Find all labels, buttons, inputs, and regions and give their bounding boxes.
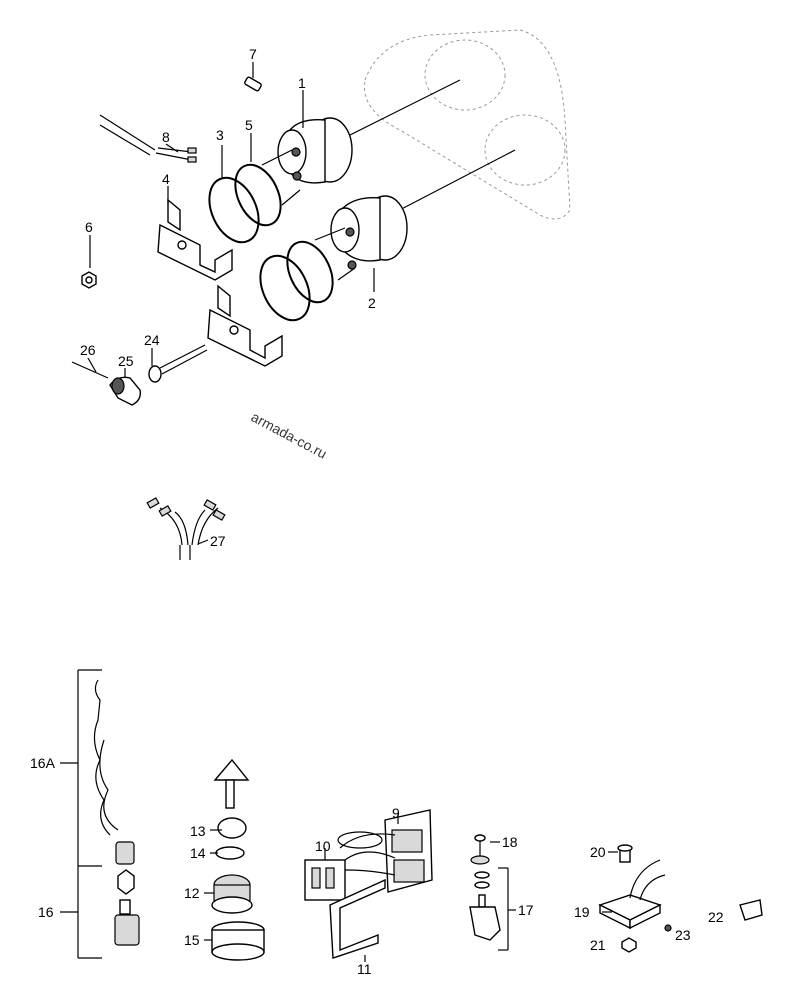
callout-26: 26: [80, 342, 96, 358]
callout-8: 8: [162, 129, 170, 145]
gauge-2: [314, 195, 408, 281]
callout-2: 2: [368, 295, 376, 311]
callout-18: 18: [502, 834, 518, 850]
callout-9: 9: [392, 805, 400, 821]
callout-24: 24: [144, 332, 160, 348]
bulb-7: [244, 76, 262, 92]
callout-1: 1: [298, 75, 306, 91]
callout-12: 12: [184, 885, 200, 901]
callout-10: 10: [315, 838, 331, 854]
watermark: armada-co.ru: [249, 409, 330, 462]
callout-16A: 16A: [30, 755, 56, 771]
lanyard-16A: [60, 669, 135, 959]
switch-panel: [304, 809, 433, 962]
regulator-19: [598, 844, 672, 953]
callout-14: 14: [190, 845, 206, 861]
callout-3: 3: [216, 127, 224, 143]
callout-25: 25: [118, 353, 134, 369]
callout-21: 21: [590, 937, 606, 953]
callout-19: 19: [574, 904, 590, 920]
callout-16: 16: [38, 904, 54, 920]
callout-17: 17: [518, 902, 534, 918]
wire-harness-8: [99, 114, 197, 163]
gauge-1: [261, 117, 353, 206]
callout-23: 23: [675, 927, 691, 943]
dashboard-outline: [339, 29, 571, 220]
callout-15: 15: [184, 932, 200, 948]
callout-20: 20: [590, 844, 606, 860]
switch-17: [469, 834, 516, 951]
clip-22: [739, 899, 763, 921]
callout-13: 13: [190, 823, 206, 839]
nut-6: [81, 271, 97, 289]
callout-7: 7: [249, 46, 257, 62]
callout-22: 22: [708, 909, 724, 925]
fitting-24-25-26: [71, 344, 208, 406]
switch-16: [114, 869, 140, 946]
callout-27: 27: [210, 533, 226, 549]
callout-labels: 1 2 3 4 5 6 7 8 9 10 11 12 13 14 15 16 1…: [30, 46, 724, 977]
callout-6: 6: [85, 219, 93, 235]
callout-5: 5: [245, 117, 253, 133]
wire-harness-27: [146, 497, 226, 560]
leader-lines: [87, 62, 375, 545]
bracket-4: [157, 198, 283, 367]
o-rings: [208, 163, 334, 322]
callout-4: 4: [162, 171, 170, 187]
callout-11: 11: [357, 961, 372, 977]
ignition-switch: [204, 758, 265, 961]
